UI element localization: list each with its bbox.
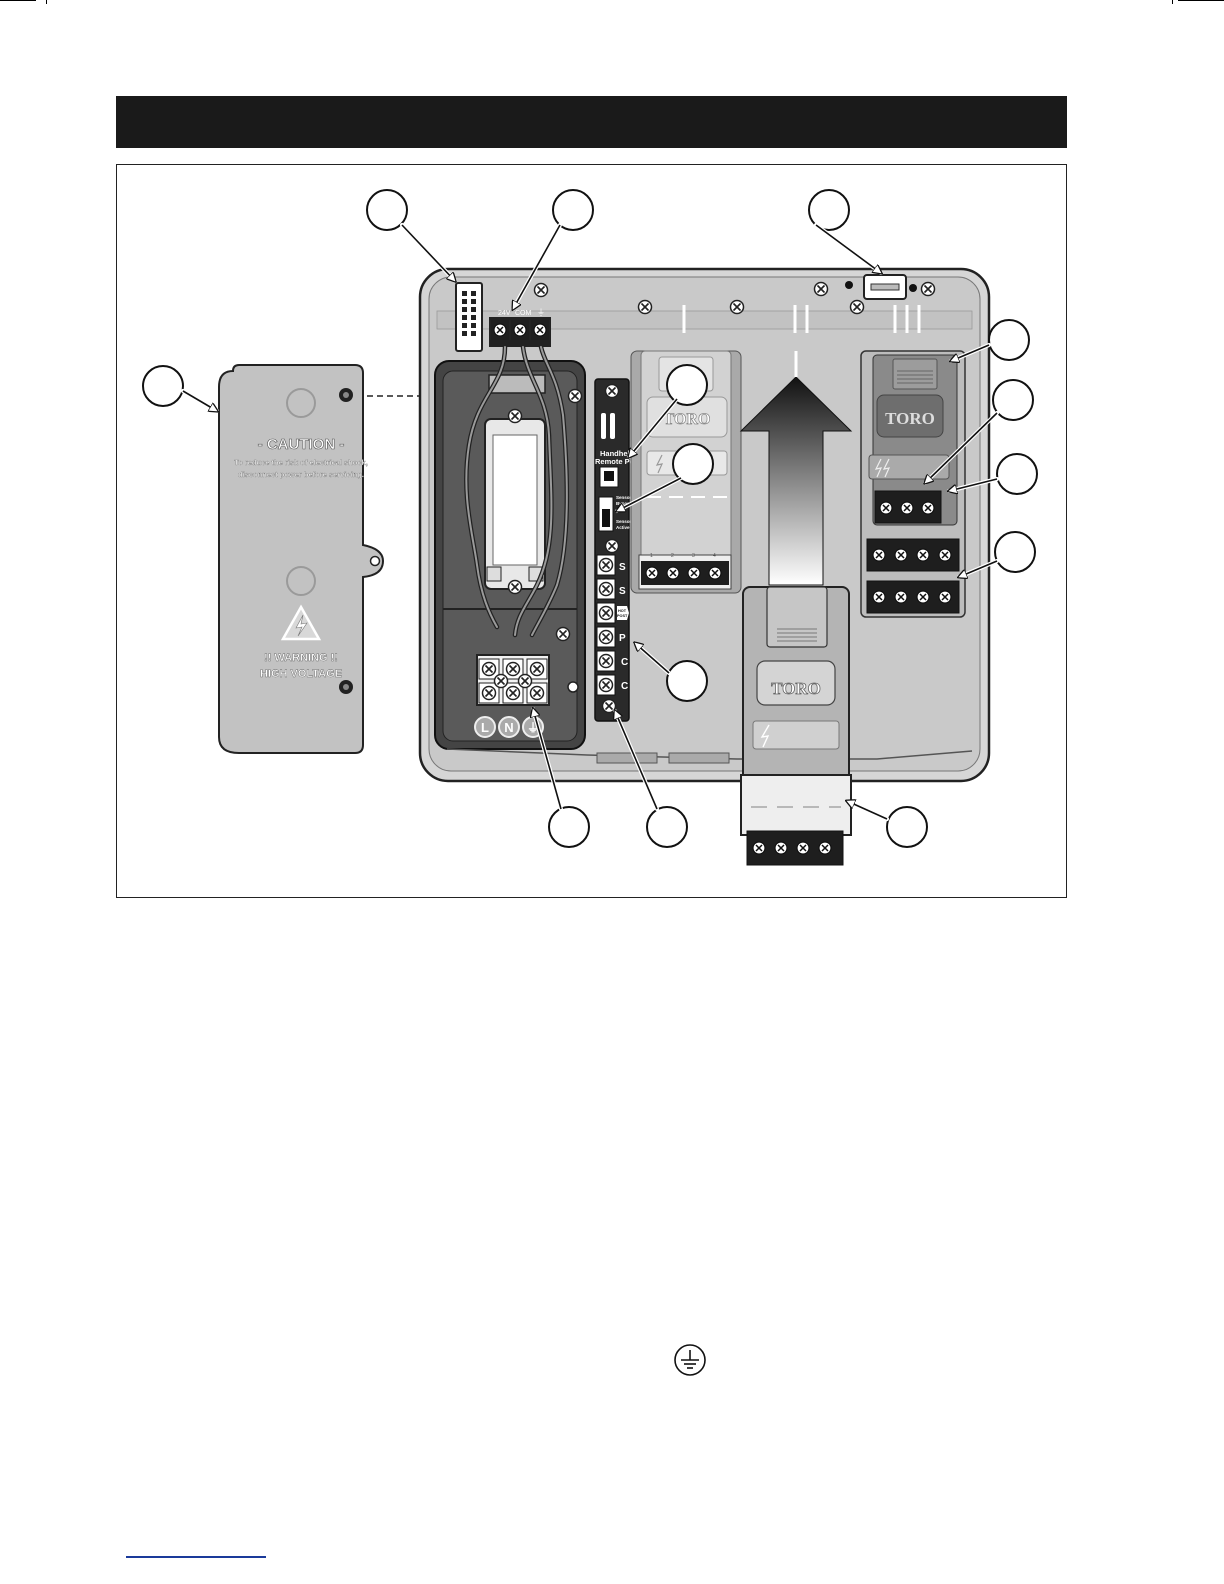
power-terminal-strip: 24V COM ⏚ xyxy=(489,308,551,347)
footer-link-underline xyxy=(126,1556,266,1558)
caution-line-1: To reduce the risk of electrical shock, xyxy=(234,458,368,467)
ground-icon xyxy=(672,1342,708,1378)
callout-circle xyxy=(995,532,1035,572)
module-2-brand: TORO xyxy=(885,409,935,428)
handheld-remote-port xyxy=(600,467,618,487)
callout-circle xyxy=(647,807,687,847)
controller-diagram-figure: - CAUTION - To reduce the risk of electr… xyxy=(116,164,1067,898)
screw-icon xyxy=(815,283,828,296)
crop-mark-top-right-v xyxy=(1172,0,1173,4)
ribbon-cable-connector xyxy=(456,283,482,351)
controller-diagram-svg: - CAUTION - To reduce the risk of electr… xyxy=(117,165,1066,897)
terminal-letter-p: P xyxy=(619,633,626,644)
screw-icon xyxy=(557,628,570,641)
callout-circle xyxy=(997,454,1037,494)
station-number: 4 xyxy=(713,553,716,559)
terminal-label-ground: ⏚ xyxy=(537,308,545,317)
terminal-label-com: COM xyxy=(515,310,532,317)
hot-post-label-2: POST xyxy=(617,614,628,618)
section-title-bar xyxy=(116,96,1067,148)
warning-line-1: !! WARNING !! xyxy=(264,652,338,664)
callout-circle xyxy=(667,661,707,701)
screw-icon xyxy=(535,284,548,297)
screw-icon xyxy=(731,301,744,314)
station-number: 3 xyxy=(692,553,695,559)
screw-icon xyxy=(851,301,864,314)
switch-label-top: Sensor xyxy=(616,495,632,500)
screw-icon xyxy=(922,283,935,296)
station-number: 1 xyxy=(650,553,653,559)
hot-post-label-1: HOT xyxy=(618,609,627,613)
switch-label-bot-2: Active xyxy=(616,525,630,530)
crop-mark-top-left-v xyxy=(46,0,47,4)
warning-line-2: HIGH VOLTAGE xyxy=(260,668,342,680)
fuse-holder xyxy=(864,275,906,299)
inserting-module: TORO xyxy=(741,587,851,865)
removed-cover-plate: - CAUTION - To reduce the risk of electr… xyxy=(219,365,383,753)
installed-module-2: TORO xyxy=(861,351,965,617)
terminal-letter-c2: C xyxy=(621,681,628,692)
switch-label-bot-1: Sensor xyxy=(616,519,632,524)
terminal-label-l: L xyxy=(481,720,489,735)
callout-circle xyxy=(887,807,927,847)
callout-circle xyxy=(143,366,183,406)
terminal-label-24v: 24V xyxy=(498,310,511,317)
terminal-letter-c1: C xyxy=(621,657,628,668)
caution-heading: - CAUTION - xyxy=(258,436,345,453)
sensor-bypass-switch xyxy=(599,497,613,531)
hot-post-badge: HOT POST xyxy=(617,606,629,620)
screw-icon xyxy=(569,390,582,403)
crop-mark-top-left xyxy=(0,0,36,1)
caution-line-2: disconnect power before servicing. xyxy=(238,470,364,479)
module-brand: TORO xyxy=(664,411,711,428)
callout-circle xyxy=(993,380,1033,420)
terminal-label-n: N xyxy=(504,720,513,735)
callout-circle xyxy=(549,807,589,847)
terminal-letter-s1: S xyxy=(619,562,626,573)
screw-icon xyxy=(639,301,652,314)
crop-mark-top-right xyxy=(1178,0,1224,1)
terminal-letter-s2: S xyxy=(619,586,626,597)
callout-circle xyxy=(667,365,707,405)
inserting-module-brand: TORO xyxy=(771,679,821,698)
station-number: 2 xyxy=(671,553,674,559)
callout-circle xyxy=(989,320,1029,360)
